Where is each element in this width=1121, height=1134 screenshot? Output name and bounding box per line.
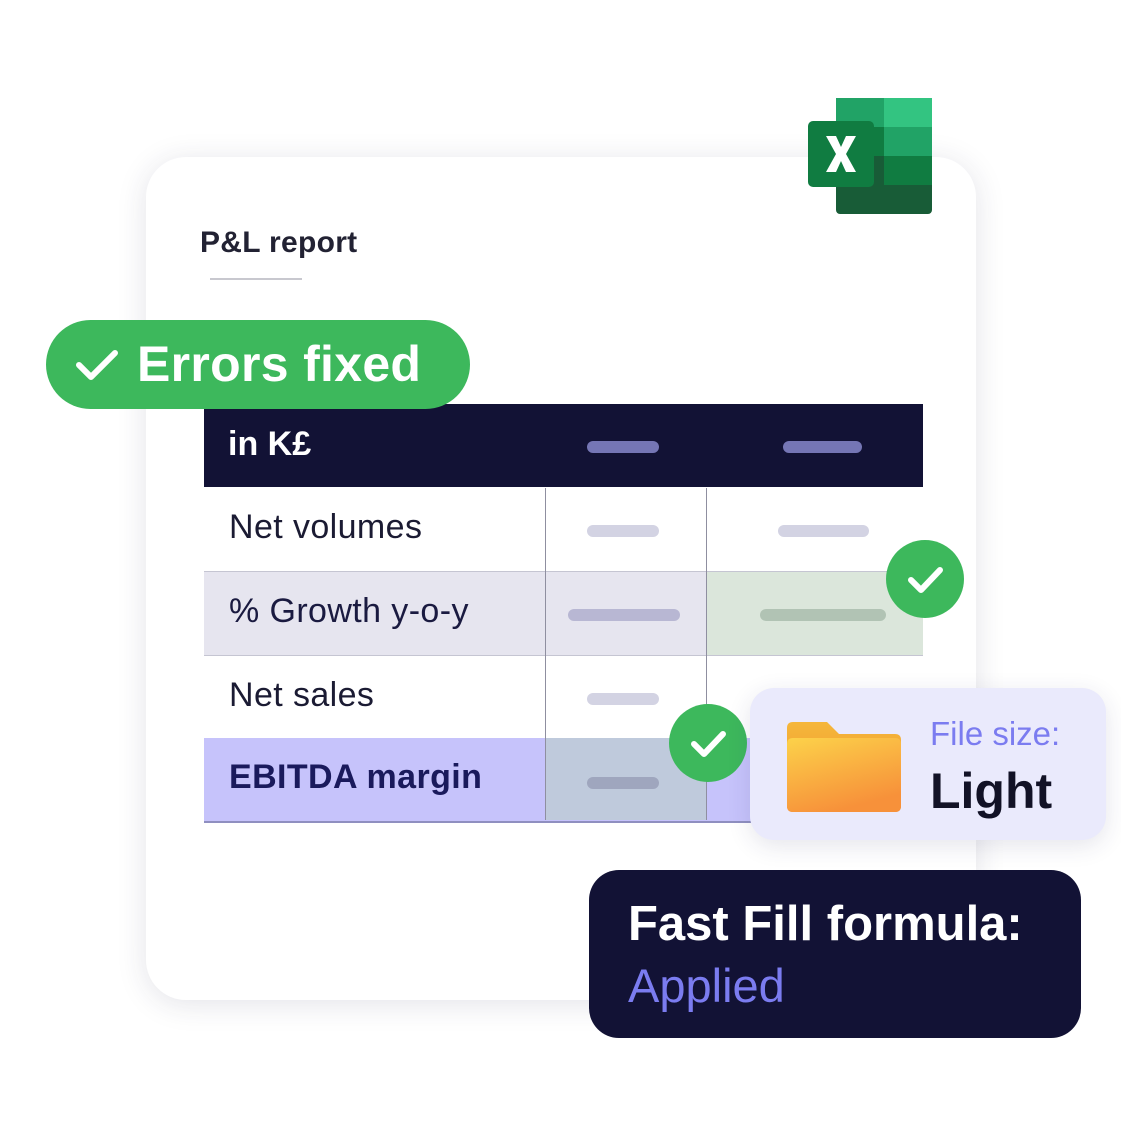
column-divider <box>545 488 546 820</box>
growth-check-badge <box>886 540 964 618</box>
header-label: in K£ <box>228 425 312 463</box>
folder-icon <box>787 722 901 812</box>
excel-logo-icon <box>808 98 932 214</box>
file-size-label: File size: <box>930 715 1061 752</box>
cell-placeholder-bar <box>778 525 869 537</box>
header-placeholder-bar <box>587 441 659 453</box>
formula-title: Fast Fill formula: <box>628 897 1023 951</box>
formula-card <box>589 870 1081 1038</box>
column-divider <box>706 488 707 820</box>
row-label: EBITDA margin <box>229 758 483 796</box>
errors-fixed-badge <box>46 320 470 409</box>
cell-placeholder-bar <box>587 693 659 705</box>
row-label: Net sales <box>229 676 375 714</box>
row-label: % Growth y-o-y <box>229 592 469 630</box>
cell-placeholder-bar <box>760 609 886 621</box>
cell-placeholder-bar <box>587 525 659 537</box>
header-placeholder-bar <box>783 441 862 453</box>
check-icon <box>76 350 118 380</box>
row-label: Net volumes <box>229 508 423 546</box>
ebitda-check-badge <box>669 704 747 782</box>
formula-status: Applied <box>628 959 785 1012</box>
report-title: P&L report <box>200 226 358 259</box>
check-icon <box>908 567 943 593</box>
title-underline <box>210 278 302 280</box>
file-size-value: Light <box>930 763 1053 819</box>
errors-fixed-label: Errors fixed <box>137 336 422 392</box>
check-icon <box>691 731 726 757</box>
cell-placeholder-bar <box>587 777 659 789</box>
cell-placeholder-bar <box>568 609 680 621</box>
